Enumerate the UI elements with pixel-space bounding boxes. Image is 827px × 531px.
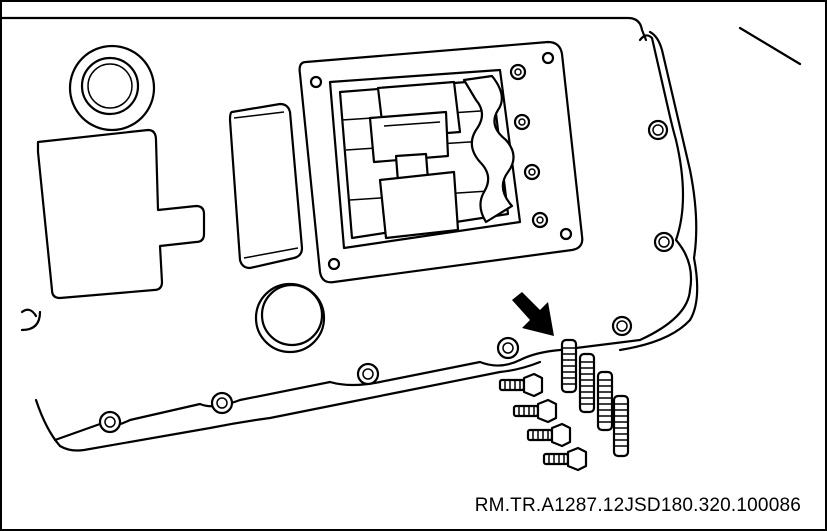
stud (596, 370, 614, 432)
bolt (542, 446, 588, 472)
drain-plug (254, 282, 326, 354)
stud (560, 338, 578, 394)
stud (612, 394, 630, 458)
stud (578, 352, 596, 414)
pan-bolt-holes (98, 119, 675, 434)
bolts (498, 372, 588, 472)
center-block (228, 102, 304, 270)
valve-body-plate (298, 40, 584, 284)
bolt (526, 422, 572, 448)
left-boss (36, 128, 206, 300)
filler-plug (68, 44, 156, 132)
studs (560, 338, 630, 458)
bolt (498, 372, 544, 398)
bolt (512, 398, 558, 424)
figure-reference-code: RM.TR.A1287.12JSD180.320.100086 (474, 495, 801, 516)
arrow-icon (512, 292, 554, 336)
